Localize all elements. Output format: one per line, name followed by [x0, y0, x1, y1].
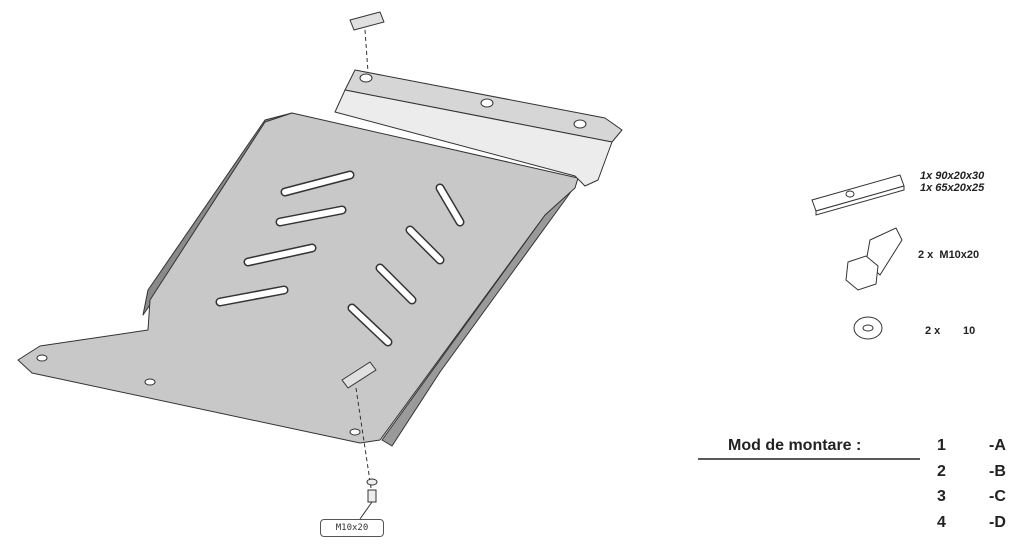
mounting-number: 4: [937, 514, 946, 531]
mounting-number: 1: [937, 437, 946, 454]
spacer-part-icon: [811, 174, 905, 216]
washer-part-icon: [853, 316, 883, 340]
mounting-number: 3: [937, 488, 946, 505]
bolt-part-icon: [845, 227, 903, 291]
spacer-label-2: 1x 65x20x25: [920, 182, 985, 194]
mounting-number: 2: [937, 463, 946, 480]
skid-plate: [17, 112, 579, 444]
mounting-code: -D: [989, 514, 1006, 531]
mounting-code: -C: [989, 488, 1006, 505]
spacer-label-1: 1x 90x20x30: [920, 170, 985, 182]
assembly-lines: [355, 29, 372, 489]
mount-bracket-face: [334, 89, 613, 187]
mounting-title: Mod de montare :: [728, 437, 862, 454]
bolt-callout: M10x20: [320, 519, 384, 537]
washer-qty: 2 x: [925, 325, 941, 337]
bottom-bolt: [359, 478, 378, 520]
mounting-code: -B: [989, 463, 1006, 480]
spacer-plate-top: [349, 11, 385, 31]
washer-size: 10: [963, 325, 976, 337]
spacer-plate-bottom: [341, 361, 377, 389]
mounting-code: -A: [989, 437, 1006, 454]
bolt-label: 2 x M10x20: [918, 249, 980, 261]
